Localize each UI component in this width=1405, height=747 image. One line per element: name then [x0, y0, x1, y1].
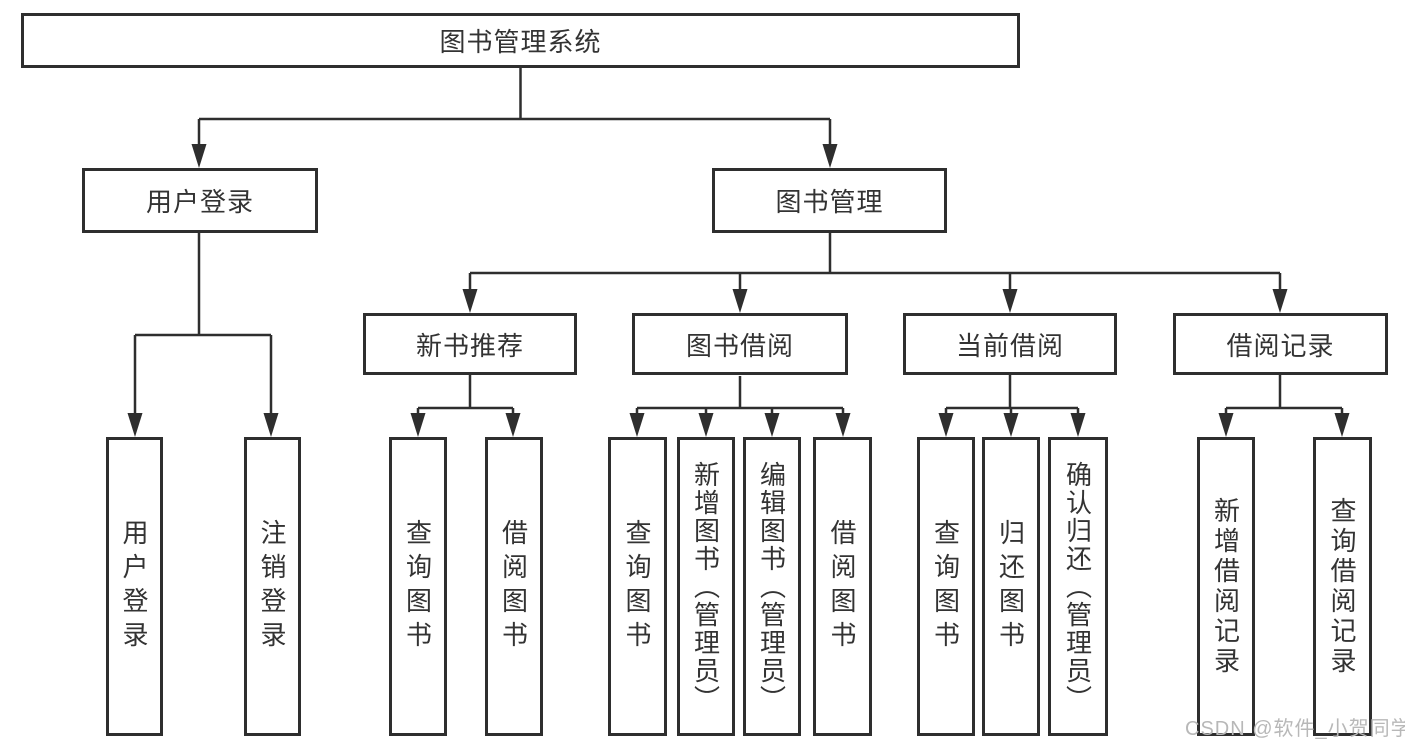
- node-label: 查询图书: [402, 518, 433, 655]
- leaf-borrow-books-recommend: 借阅图书: [485, 437, 543, 736]
- node-label: 编辑图书（管理员）: [756, 460, 787, 713]
- node-label: 归还图书: [995, 518, 1026, 655]
- node-label: 查询图书: [930, 518, 961, 655]
- leaf-return-books: 归还图书: [982, 437, 1040, 736]
- node-label: 新增图书（管理员）: [690, 460, 721, 713]
- leaf-confirm-return-admin: 确认归还（管理员）: [1048, 437, 1108, 736]
- node-label: 当前借阅: [955, 330, 1064, 361]
- node-label: 查询图书: [622, 518, 652, 655]
- node-borrow-records: 借阅记录: [1173, 313, 1388, 375]
- node-label: 图书管理系统: [439, 27, 602, 57]
- leaf-query-borrow-record: 查询借阅记录: [1313, 437, 1372, 736]
- leaf-query-books-borrow: 查询图书: [608, 437, 667, 736]
- node-new-book-recommend: 新书推荐: [363, 313, 577, 375]
- connector-current-borrow-to-leaves: [938, 375, 1086, 437]
- connector-book-borrow-to-leaves: [629, 376, 851, 437]
- leaf-query-books-recommend: 查询图书: [389, 437, 447, 736]
- connector-book-management-to-level3: [462, 233, 1288, 313]
- node-user-login: 用户登录: [82, 168, 318, 233]
- watermark: CSDN @软件_小贺同学: [1185, 718, 1405, 740]
- node-label: 查询借阅记录: [1327, 496, 1357, 677]
- leaf-user-login: 用户登录: [106, 437, 163, 736]
- node-label: 注销登录: [257, 518, 287, 655]
- node-label: 借阅记录: [1226, 330, 1335, 361]
- node-label: 用户登录: [119, 518, 149, 655]
- connector-borrow-records-to-leaves: [1218, 375, 1350, 437]
- node-label: 新增借阅记录: [1210, 496, 1241, 677]
- connector-new-book-recommend-to-leaves: [410, 375, 521, 437]
- node-root-library-system: 图书管理系统: [21, 13, 1020, 68]
- node-book-borrow: 图书借阅: [632, 313, 848, 375]
- leaf-edit-books-admin: 编辑图书（管理员）: [743, 437, 801, 736]
- connector-user-login-to-leaves: [127, 233, 279, 437]
- node-label: 图书管理: [775, 187, 884, 217]
- node-label: 图书借阅: [685, 330, 794, 361]
- node-label: 确认归还（管理员）: [1062, 460, 1093, 713]
- node-label: 新书推荐: [415, 330, 524, 361]
- leaf-logout: 注销登录: [244, 437, 301, 736]
- node-label: 借阅图书: [498, 518, 529, 655]
- node-label: 用户登录: [145, 187, 254, 217]
- leaf-borrow-books: 借阅图书: [813, 437, 872, 736]
- leaf-add-books-admin: 新增图书（管理员）: [677, 437, 735, 736]
- node-current-borrow: 当前借阅: [903, 313, 1117, 375]
- leaf-add-borrow-record: 新增借阅记录: [1197, 437, 1255, 736]
- connector-root-to-level2: [191, 68, 838, 168]
- leaf-query-books-current: 查询图书: [917, 437, 975, 736]
- node-book-management: 图书管理: [712, 168, 947, 233]
- node-label: 借阅图书: [827, 518, 857, 655]
